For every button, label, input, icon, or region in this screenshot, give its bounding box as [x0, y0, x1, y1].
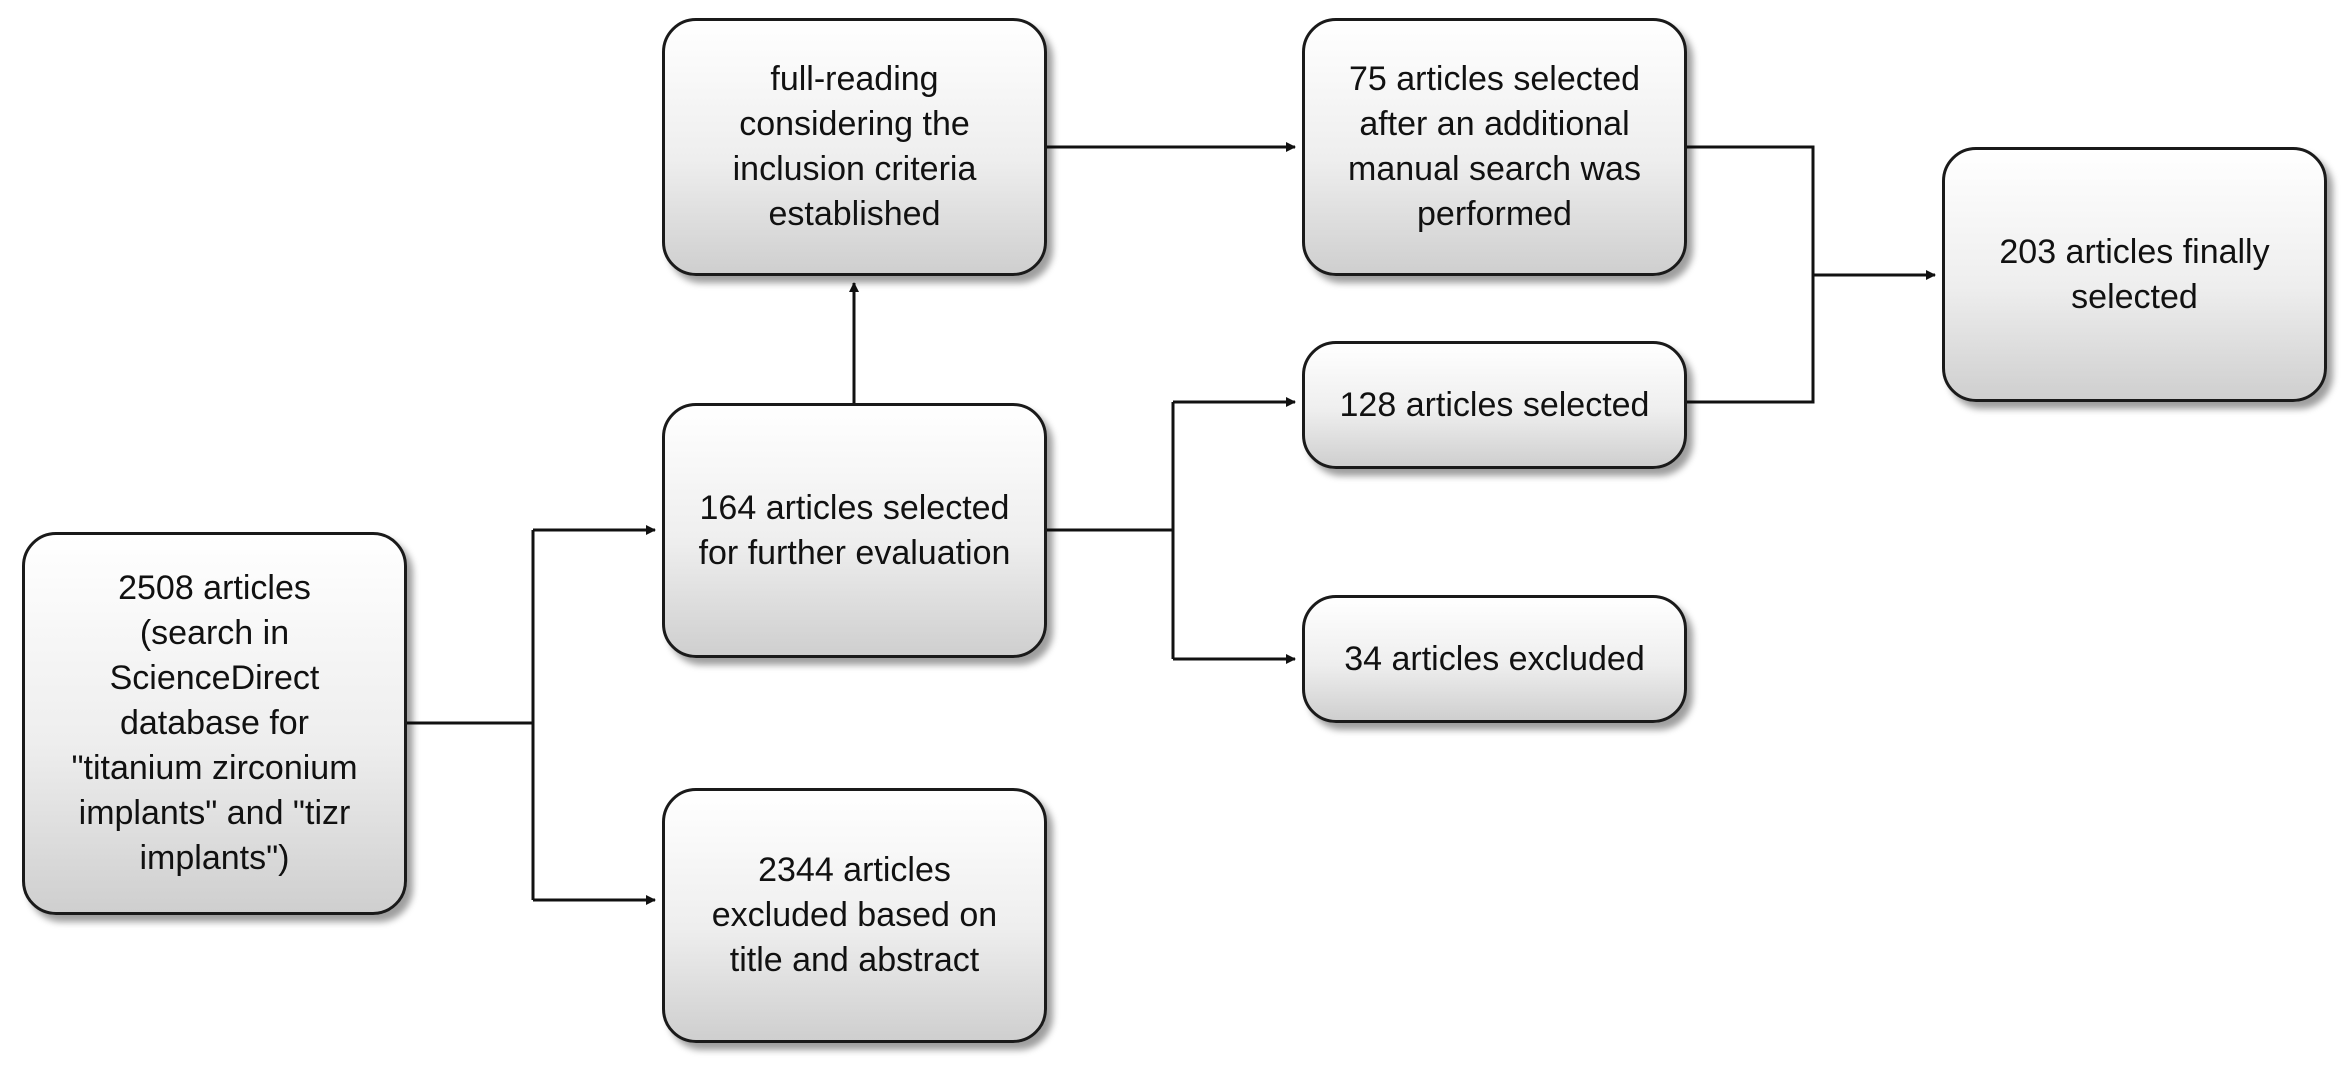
- box-excluded-title-abstract: 2344 articles excluded based on title an…: [662, 788, 1047, 1043]
- box-initial-search: 2508 articles (search in ScienceDirect d…: [22, 532, 407, 915]
- box-finally-selected: 203 articles finally selected: [1942, 147, 2327, 402]
- box-excluded-34: 34 articles excluded: [1302, 595, 1687, 723]
- connector-merge: [1687, 145, 1815, 404]
- box-additional-manual-search: 75 articles selected after an additional…: [1302, 18, 1687, 276]
- connector-initial-trunk: [407, 530, 535, 900]
- box-selected-128-label: 128 articles selected: [1339, 385, 1650, 424]
- box-selected-128: 128 articles selected: [1302, 341, 1687, 469]
- box-finally-selected-label: 203 articles finally selected: [1999, 232, 2270, 316]
- box-selected-further-evaluation: 164 articles selected for further evalua…: [662, 403, 1047, 658]
- box-excluded-title-abstract-label: 2344 articles excluded based on title an…: [711, 851, 998, 979]
- box-excluded-34-label: 34 articles excluded: [1344, 639, 1645, 678]
- box-initial-search-label: 2508 articles (search in ScienceDirect d…: [71, 569, 358, 877]
- box-full-reading-label: full-reading considering the inclusion c…: [732, 60, 977, 233]
- box-additional-manual-search-label: 75 articles selected after an additional…: [1348, 60, 1641, 233]
- connector-164-trunk: [1047, 402, 1175, 659]
- box-full-reading: full-reading considering the inclusion c…: [662, 18, 1047, 276]
- box-selected-further-evaluation-label: 164 articles selected for further evalua…: [698, 488, 1011, 572]
